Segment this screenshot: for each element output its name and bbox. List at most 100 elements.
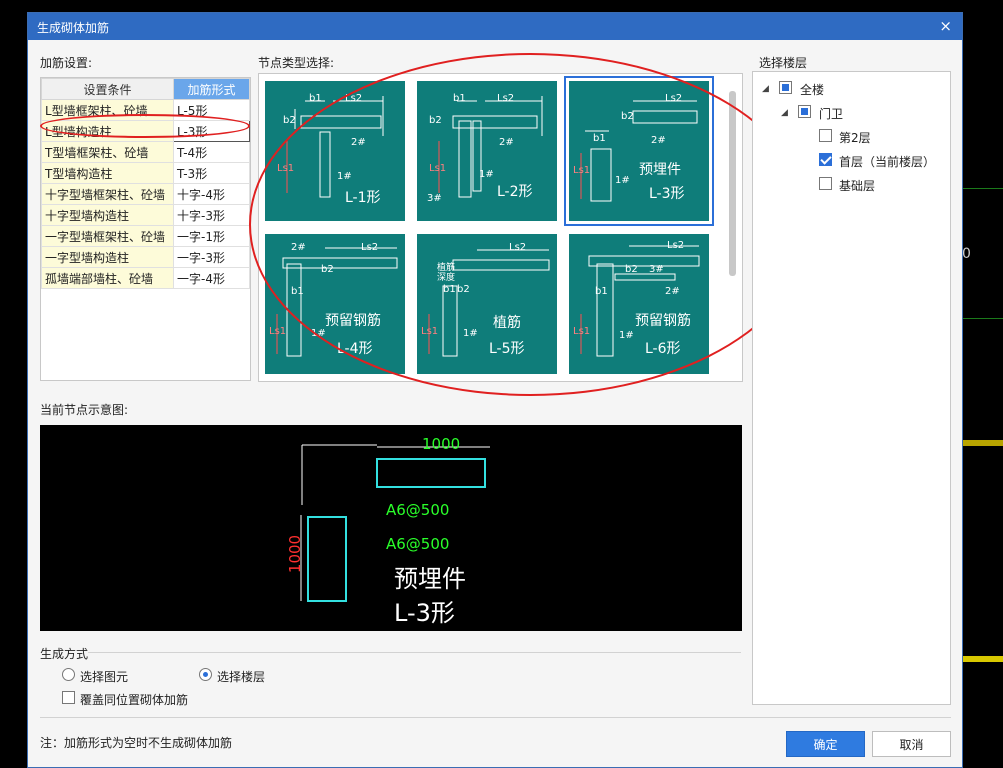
table-row[interactable]: 一字型墙构造柱一字-3形: [41, 246, 250, 268]
preview-title-1: 预埋件: [394, 565, 466, 593]
tile-dim: Ls1: [429, 163, 447, 174]
table-row[interactable]: 孤墙端部墙柱、砼墙一字-4形: [41, 267, 250, 289]
floor-item-label[interactable]: 第2层: [839, 131, 871, 145]
header-condition[interactable]: 设置条件: [41, 78, 174, 100]
node-tile-l3[interactable]: b1 Ls2 b2 Ls1 2# 1# 预埋件 L-3形: [564, 76, 714, 226]
tile-bar: 1#: [463, 328, 478, 339]
header-form[interactable]: 加筋形式: [173, 78, 250, 100]
ok-button[interactable]: 确定: [786, 731, 865, 757]
tile-name: L-1形: [345, 190, 381, 206]
tile-dim: Ls1: [573, 326, 591, 337]
close-icon[interactable]: ×: [939, 17, 952, 35]
floor-checkbox-group[interactable]: [798, 105, 811, 118]
tile-bar: 1#: [337, 171, 352, 182]
floor-group-label[interactable]: 门卫: [819, 107, 844, 121]
bg-digit: 0: [962, 246, 971, 262]
tile-subtitle: 预埋件: [639, 162, 681, 178]
tile-subtitle: 预留钢筋: [325, 313, 381, 329]
tile-dim: b1: [443, 284, 456, 295]
title-bar: 生成砌体加筋 ×: [28, 13, 962, 40]
radio-select-element[interactable]: [62, 668, 75, 681]
tile-bar: 2#: [351, 137, 366, 148]
radio-select-element-label[interactable]: 选择图元: [80, 670, 129, 684]
table-row[interactable]: 十字型墙框架柱、砼墙十字-4形: [41, 183, 250, 205]
tile-bar: 2#: [291, 242, 306, 253]
cancel-button[interactable]: 取消: [872, 731, 951, 757]
expand-arrow-icon[interactable]: ◢: [762, 84, 769, 94]
table-row[interactable]: 十字型墙构造柱十字-3形: [41, 204, 250, 226]
node-type-label: 节点类型选择:: [258, 56, 335, 70]
overwrite-checkbox[interactable]: [62, 691, 75, 704]
tile-bar: 2#: [665, 286, 680, 297]
bg-line-green: [963, 318, 1003, 319]
tile-name: L-6形: [645, 341, 681, 357]
cell-condition: L型墙构造柱: [41, 120, 174, 142]
node-tile-l2[interactable]: b1 Ls2 b2 Ls1 2# 1# 3# L-2形: [417, 81, 557, 221]
tile-dim: Ls1: [277, 163, 295, 174]
node-panel-scrollbar[interactable]: [729, 91, 736, 276]
cell-condition: T型墙构造柱: [41, 162, 174, 184]
settings-label: 加筋设置:: [40, 56, 93, 70]
preview-diagram: [300, 444, 490, 602]
tile-bar: 3#: [649, 264, 664, 275]
cell-form[interactable]: L-5形: [173, 99, 250, 121]
radio-select-floor[interactable]: [199, 668, 212, 681]
tile-dim: Ls2: [497, 93, 515, 104]
tile-dim: b2: [625, 264, 638, 275]
tile-dim: Ls2: [361, 242, 379, 253]
floor-all-label[interactable]: 全楼: [800, 83, 825, 97]
tile-dim: b1: [595, 286, 608, 297]
tile-bar: 1#: [311, 328, 326, 339]
tile-dim: Ls1: [269, 326, 287, 337]
node-tile-l6[interactable]: b1 Ls2 b2 Ls1 3# 2# 1# 预留钢筋 L-6形: [569, 234, 709, 374]
floor-checkbox-2[interactable]: [819, 129, 832, 142]
cell-form[interactable]: T-3形: [173, 162, 250, 184]
preview-title-2: L-3形: [394, 599, 455, 627]
tile-dim: Ls1: [573, 165, 591, 176]
cell-form[interactable]: 十字-4形: [173, 183, 250, 205]
table-row[interactable]: 一字型墙框架柱、砼墙一字-1形: [41, 225, 250, 247]
floor-item-label[interactable]: 首层（当前楼层）: [839, 155, 936, 169]
preview-spec-2: A6@500: [386, 535, 450, 553]
l2-diagram: [438, 96, 543, 198]
l1-diagram: [286, 96, 384, 198]
cell-form[interactable]: 一字-4形: [173, 267, 250, 289]
footer-note: 注：加筋形式为空时不生成砌体加筋: [40, 736, 233, 750]
node-tile-l1[interactable]: b1 Ls2 b2 Ls1 2# 1# L-1形: [265, 81, 405, 221]
floor-checkbox-all[interactable]: [779, 81, 792, 94]
floor-checkbox-1[interactable]: [819, 153, 832, 166]
bg-line-yellow: [963, 440, 1003, 446]
node-tile-l5[interactable]: 植筋 深度 b1 Ls2 b2 Ls1 1# 植筋 L-5形: [417, 234, 557, 374]
preview-label: 当前节点示意图:: [40, 403, 129, 417]
tile-dim: b2: [321, 264, 334, 275]
cell-condition: 一字型墙构造柱: [41, 246, 174, 268]
radio-select-floor-label[interactable]: 选择楼层: [217, 670, 266, 684]
tile-dim: b2: [429, 115, 442, 126]
floor-checkbox-base[interactable]: [819, 177, 832, 190]
l6-diagram: [580, 245, 700, 357]
preview-dim-top: 1000: [422, 435, 461, 453]
tile-bar: 1#: [479, 169, 494, 180]
tile-bar: 1#: [619, 330, 634, 341]
bg-line-yellow: [963, 656, 1003, 662]
overwrite-label[interactable]: 覆盖同位置砌体加筋: [80, 693, 189, 707]
cell-condition: 一字型墙框架柱、砼墙: [41, 225, 174, 247]
cell-form[interactable]: 一字-1形: [173, 225, 250, 247]
tile-subtitle: 植筋: [493, 315, 521, 331]
cell-form[interactable]: 十字-3形: [173, 204, 250, 226]
expand-arrow-icon[interactable]: ◢: [781, 108, 788, 118]
floor-item-label[interactable]: 基础层: [839, 179, 876, 193]
cell-form[interactable]: 一字-3形: [173, 246, 250, 268]
cell-form[interactable]: L-3形: [173, 120, 250, 142]
cell-form[interactable]: T-4形: [173, 141, 250, 163]
preview-dim-left: 1000: [286, 534, 305, 574]
footer-divider: [40, 717, 951, 718]
cell-condition: 十字型墙构造柱: [41, 204, 174, 226]
node-tile-l4[interactable]: b1 Ls2 b2 Ls1 2# 1# 预留钢筋 L-4形: [265, 234, 405, 374]
